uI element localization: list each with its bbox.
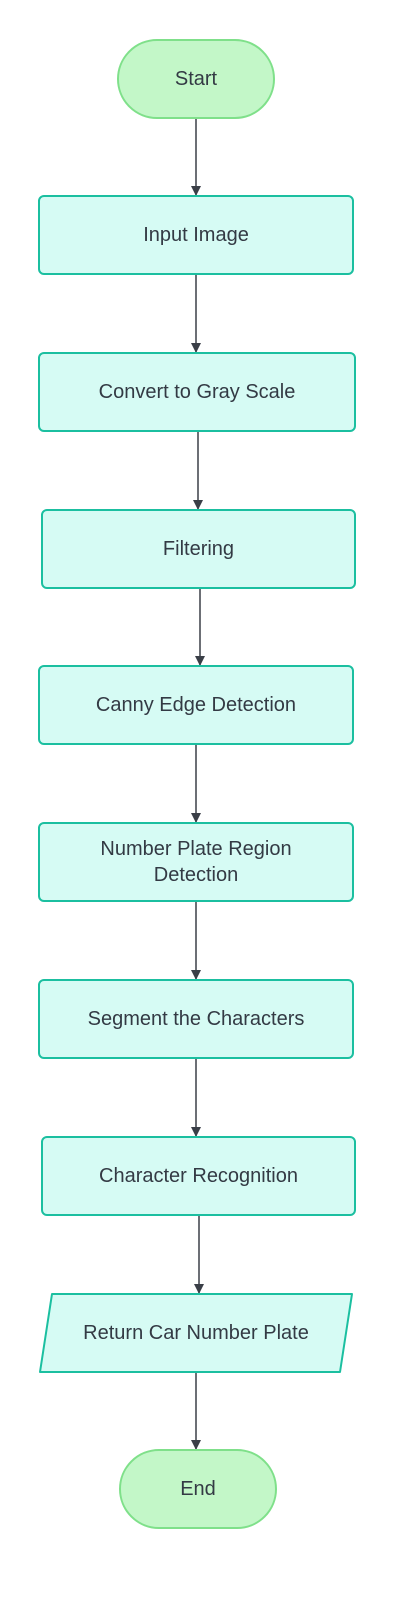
node-filtering-label: Filtering [163, 538, 234, 560]
node-start[interactable]: Start [117, 39, 275, 119]
node-canny-edge-label: Canny Edge Detection [96, 694, 296, 716]
node-canny-edge-shape [38, 665, 354, 745]
node-plate-region-label-line-1: Number Plate Region [100, 838, 291, 860]
node-char-recognition[interactable]: Character Recognition [41, 1136, 356, 1216]
node-end-shape [119, 1449, 277, 1529]
edges [191, 118, 205, 1450]
node-return-plate[interactable]: Return Car Number Plate [39, 1293, 353, 1373]
node-input-image-shape [38, 195, 354, 275]
node-return-plate-shape [39, 1293, 353, 1373]
node-char-recognition-label: Character Recognition [99, 1165, 298, 1187]
node-start-label: Start [175, 68, 218, 90]
node-segment-chars[interactable]: Segment the Characters [38, 979, 354, 1059]
node-end[interactable]: End [119, 1449, 277, 1529]
node-canny-edge[interactable]: Canny Edge Detection [38, 665, 354, 745]
node-char-recognition-shape [41, 1136, 356, 1216]
node-end-label: End [180, 1478, 216, 1500]
node-plate-region-shape [38, 822, 354, 902]
node-convert-gray-label: Convert to Gray Scale [99, 381, 296, 403]
node-start-shape [117, 39, 275, 119]
node-segment-chars-label: Segment the Characters [88, 1008, 305, 1030]
node-input-image[interactable]: Input Image [38, 195, 354, 275]
node-plate-region-label-line-2: Detection [154, 864, 239, 886]
node-convert-gray-shape [38, 352, 356, 432]
node-convert-gray[interactable]: Convert to Gray Scale [38, 352, 356, 432]
node-filtering[interactable]: Filtering [41, 509, 356, 589]
node-return-plate-label: Return Car Number Plate [83, 1322, 309, 1344]
node-input-image-label: Input Image [143, 224, 249, 246]
node-segment-chars-shape [38, 979, 354, 1059]
node-filtering-shape [41, 509, 356, 589]
